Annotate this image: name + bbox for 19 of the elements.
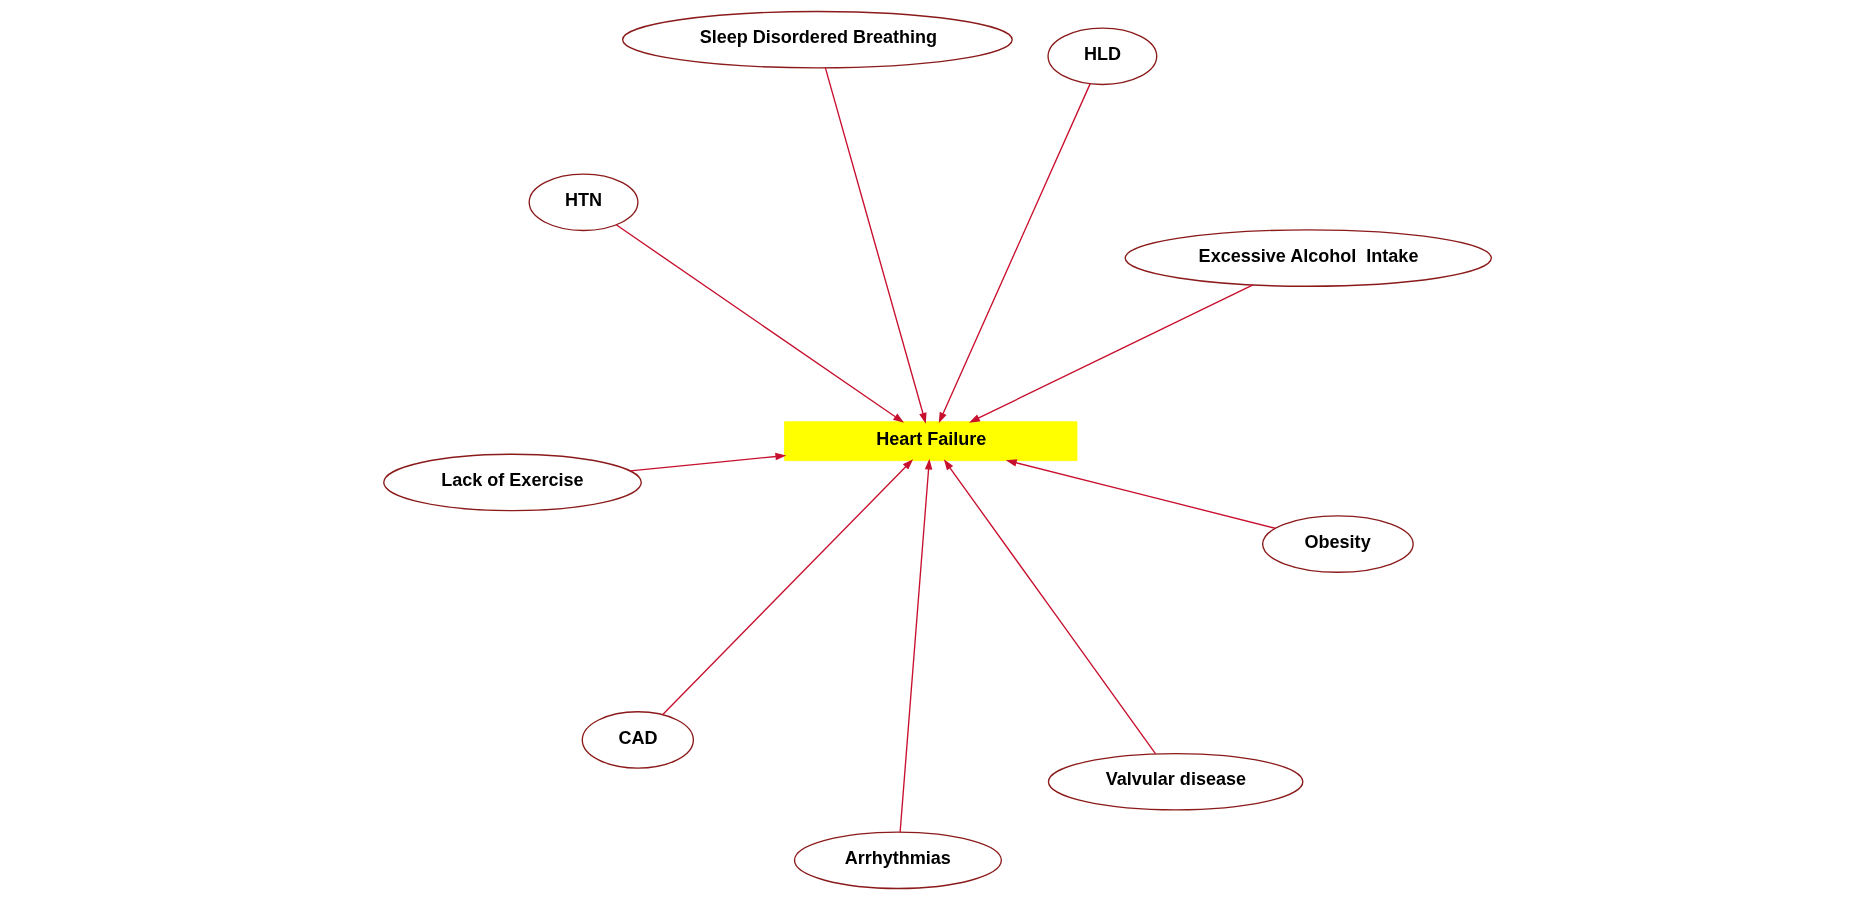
node-ellipse: Lack of Exercise — [382, 453, 642, 512]
arrow — [615, 224, 904, 423]
node-ellipse: Obesity — [1261, 515, 1414, 573]
arrow — [628, 452, 786, 472]
arrow — [943, 459, 1156, 755]
arrow — [938, 82, 1091, 424]
arrow — [968, 284, 1254, 423]
arrow — [661, 459, 913, 716]
node-ellipse: Arrhythmias — [793, 831, 1002, 890]
node-box: Heart Failure — [783, 421, 1077, 462]
node-ellipse: HLD — [1046, 27, 1157, 86]
node-ellipse: Valvular disease — [1047, 752, 1303, 811]
node-ellipse: Sleep Disordered Breathing — [621, 10, 1013, 69]
node-ellipse: Excessive Alcohol Intake — [1124, 229, 1492, 287]
arrow — [824, 67, 927, 424]
node-ellipse: HTN — [528, 173, 639, 232]
arrow — [898, 458, 932, 833]
node-ellipse: CAD — [581, 711, 694, 769]
arrow — [1005, 459, 1276, 529]
